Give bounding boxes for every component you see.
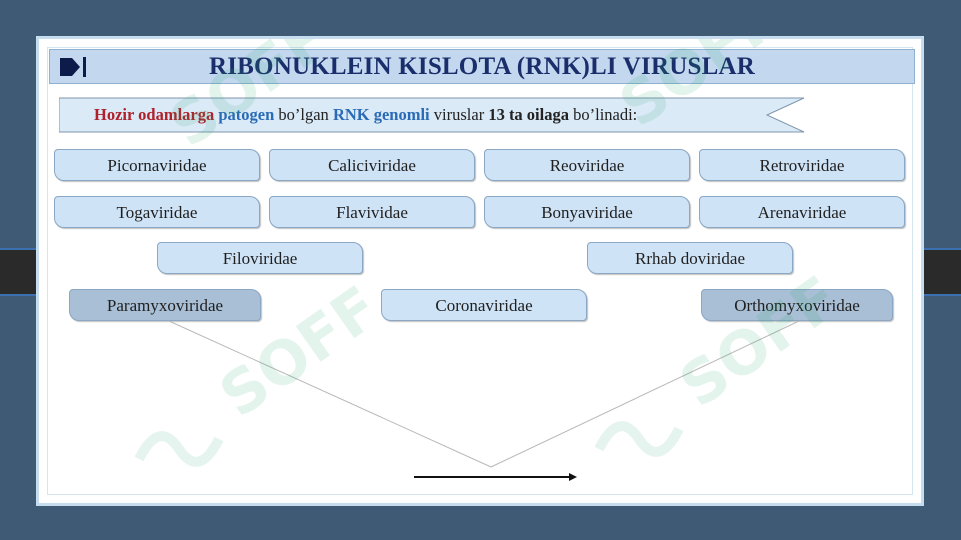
slide-inner-frame (47, 47, 913, 495)
family-box: Flavividae (269, 196, 475, 228)
slide-title: RIBONUKLEIN KISLOTA (RNK)LI VIRUSLAR (209, 52, 755, 80)
play-bar-icon (60, 57, 86, 77)
connector-lines (168, 320, 800, 481)
subtitle-banner: Hozir odamlarga patogen bo’lgan RNK geno… (59, 97, 805, 133)
slide: RIBONUKLEIN KISLOTA (RNK)LI VIRUSLAR Hoz… (36, 36, 924, 506)
family-box: Filoviridae (157, 242, 363, 274)
family-box: Togaviridae (54, 196, 260, 228)
arrow-head-icon (569, 473, 577, 481)
subtitle-part-5: viruslar (433, 105, 485, 124)
subtitle-part-7: bo’linadi: (573, 105, 638, 124)
family-box: Arenaviridae (699, 196, 905, 228)
subtitle-part-3: bo’lgan (278, 105, 329, 124)
title-bar: RIBONUKLEIN KISLOTA (RNK)LI VIRUSLAR (49, 49, 915, 84)
subtitle-part-2: patogen (218, 105, 275, 124)
family-box: Retroviridae (699, 149, 905, 181)
subtitle-banner-shape (59, 97, 805, 133)
family-box: Reoviridae (484, 149, 690, 181)
subtitle-part-1: Hozir odamlarga (94, 105, 215, 124)
family-box: Bonyaviridae (484, 196, 690, 228)
family-box: Rrhab doviridae (587, 242, 793, 274)
family-box: Coronaviridae (381, 289, 587, 321)
subtitle-part-6: 13 ta oilaga (488, 105, 569, 124)
family-box: Picornaviridae (54, 149, 260, 181)
family-box-highlighted: Orthomyxoviridae (701, 289, 893, 321)
subtitle-part-4: RNK genomli (332, 105, 430, 124)
family-box-highlighted: Paramyxoviridae (69, 289, 261, 321)
family-box: Caliciviridae (269, 149, 475, 181)
subtitle-text: Hozir odamlarga patogen bo’lgan RNK geno… (94, 97, 637, 133)
